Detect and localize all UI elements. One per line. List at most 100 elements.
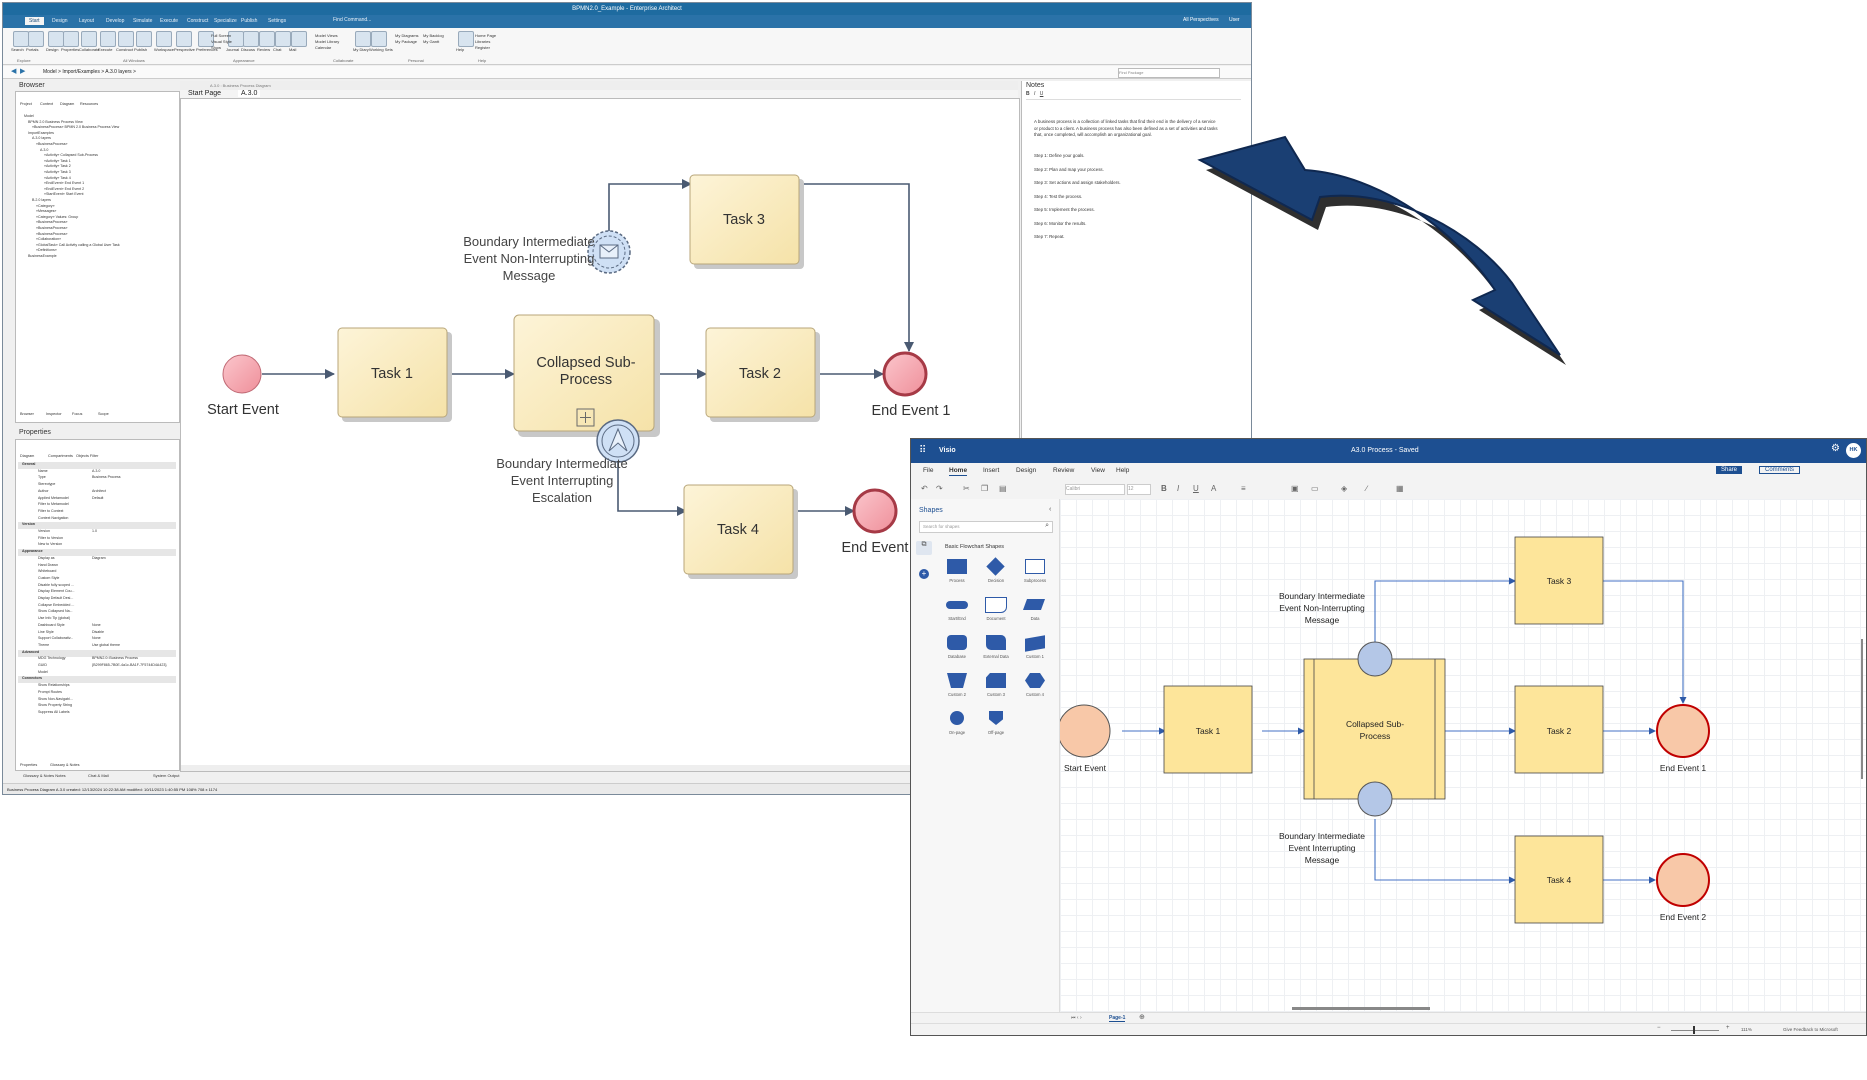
v-task-2-shape[interactable] bbox=[1514, 685, 1604, 774]
flow-boundary-task4[interactable] bbox=[617, 441, 687, 516]
property-row[interactable]: Appearance bbox=[18, 549, 176, 557]
shape-decision-icon[interactable] bbox=[986, 557, 1005, 576]
shape-external-data-icon[interactable] bbox=[986, 635, 1006, 650]
ribbon-working-sets-icon[interactable] bbox=[371, 31, 387, 47]
shape-icon[interactable]: ▭ bbox=[1311, 484, 1319, 493]
menu-tab-develop[interactable]: Develop bbox=[106, 18, 125, 24]
v-boundary-top-shape[interactable] bbox=[1357, 641, 1393, 677]
bold-icon[interactable]: B bbox=[1026, 91, 1030, 97]
property-row[interactable]: Filter to Context bbox=[18, 509, 176, 516]
end-event-2-shape[interactable] bbox=[852, 488, 898, 534]
arrange-icon[interactable]: ▦ bbox=[1396, 484, 1404, 493]
ribbon-portals-icon[interactable] bbox=[28, 31, 44, 47]
share-button[interactable]: Share bbox=[1716, 466, 1743, 474]
browser-tab-resources[interactable]: Resources bbox=[80, 102, 99, 106]
ribbon-discuss-icon[interactable] bbox=[243, 31, 259, 47]
menu-tab-specialize[interactable]: Specialize bbox=[214, 18, 237, 24]
property-row[interactable]: Suppress All Labels bbox=[18, 710, 176, 717]
ribbon-small-2[interactable]: Show bbox=[211, 45, 222, 50]
flow-boundary-task3[interactable] bbox=[608, 179, 692, 231]
property-row[interactable]: Version bbox=[18, 522, 176, 530]
menu-tab-publish[interactable]: Publish bbox=[241, 18, 258, 24]
properties-tab-2[interactable]: Objects Filter bbox=[76, 454, 99, 458]
end-event-1-shape[interactable] bbox=[882, 351, 928, 397]
bold-icon[interactable]: B bbox=[1161, 484, 1167, 493]
stencil-icon[interactable]: ⧉ bbox=[916, 541, 932, 555]
shape-document-icon[interactable] bbox=[985, 597, 1007, 613]
menu-tab-layout[interactable]: Layout bbox=[79, 18, 95, 24]
feedback-link[interactable]: Give Feedback to Microsoft bbox=[1783, 1027, 1838, 1032]
browser-tab-project[interactable]: Project bbox=[20, 102, 32, 106]
ribbon-small-5[interactable]: Calendar bbox=[315, 45, 332, 50]
tree-item[interactable]: «GlobalTask» Call Activity calling a Glo… bbox=[36, 242, 120, 247]
canvas-horizontal-scrollbar[interactable] bbox=[181, 765, 1019, 771]
page-tab[interactable]: Page-1 bbox=[1109, 1015, 1126, 1022]
ribbon-collaborate-icon[interactable] bbox=[81, 31, 97, 47]
v-end-event-2-shape[interactable] bbox=[1656, 853, 1710, 907]
property-row[interactable]: Filter to Version bbox=[18, 536, 176, 543]
properties-tab-1[interactable]: Compartments bbox=[48, 454, 73, 458]
flow-task3-end1[interactable] bbox=[803, 183, 914, 352]
perspective-selector[interactable]: All Perspectives bbox=[1183, 17, 1219, 23]
v-task-1-shape[interactable] bbox=[1163, 685, 1253, 774]
shape-custom-4-icon[interactable] bbox=[1025, 673, 1045, 688]
shape-start-end-icon[interactable] bbox=[946, 601, 968, 609]
boundary-escalation-event[interactable] bbox=[596, 419, 640, 463]
property-row[interactable]: Model bbox=[18, 670, 176, 677]
v-end-event-1-shape[interactable] bbox=[1656, 704, 1710, 758]
property-row[interactable]: Whiteboard bbox=[18, 569, 176, 576]
ribbon-small-12[interactable]: Register bbox=[475, 45, 490, 50]
tree-item[interactable]: «Category» bbox=[36, 203, 55, 208]
ribbon-small-4[interactable]: Model Library bbox=[315, 39, 340, 44]
tree-item[interactable]: A.3.0 bbox=[40, 147, 49, 152]
tree-item[interactable]: «EndEvent» End Event 1 bbox=[44, 181, 85, 186]
shape-on-page-icon[interactable] bbox=[950, 711, 964, 725]
nav-forward-icon[interactable]: ▶ bbox=[20, 68, 26, 75]
ribbon-properties-icon[interactable] bbox=[63, 31, 79, 47]
visio-doc-title[interactable]: A3.0 Process - Saved bbox=[1351, 447, 1419, 454]
visio-drawing-canvas[interactable]: Task 1 Task 3 Task 2 Task 4 Collapsed Su… bbox=[1057, 499, 1866, 1012]
v-flow-boundary-task4[interactable] bbox=[1374, 819, 1516, 884]
ribbon-small-8[interactable]: My Backlog bbox=[423, 33, 444, 38]
ribbon-small-10[interactable]: Home Page bbox=[475, 33, 497, 38]
visio-tab-design[interactable]: Design bbox=[1016, 467, 1037, 474]
ea-bottom-tab-0[interactable]: Glossary & Notes Notes bbox=[23, 773, 66, 778]
boundary-message-event[interactable] bbox=[587, 230, 631, 274]
property-row[interactable]: Custom Style bbox=[18, 576, 176, 583]
font-name-select[interactable]: Calibri bbox=[1065, 484, 1125, 495]
font-size-select[interactable]: 12 bbox=[1127, 484, 1151, 495]
visio-tab-home[interactable]: Home bbox=[949, 467, 968, 476]
copy-icon[interactable]: ❐ bbox=[981, 484, 989, 493]
property-row[interactable]: Show Collapsed Na... bbox=[18, 609, 176, 616]
ribbon-preferences-icon[interactable] bbox=[198, 31, 214, 47]
italic-icon[interactable]: I bbox=[1177, 484, 1180, 493]
collapsed-subprocess-shape[interactable] bbox=[513, 314, 655, 432]
ribbon-chat-icon[interactable] bbox=[275, 31, 291, 47]
v-collapsed-subprocess-shape[interactable] bbox=[1303, 658, 1446, 800]
browser-bottom-tab-0[interactable]: Browser bbox=[20, 412, 34, 416]
tree-item[interactable]: A.3.0 layers bbox=[32, 136, 51, 141]
tree-item[interactable]: «Activity» Task 4 bbox=[44, 175, 71, 180]
properties-bottom-tab-1[interactable]: Glossary & Notes bbox=[50, 763, 80, 767]
tree-item[interactable]: «EndEvent» End Event 2 bbox=[44, 186, 85, 191]
v-vertical-scroll-thumb[interactable] bbox=[1861, 639, 1863, 779]
page-nav-icons[interactable]: ⏮ ‹ › bbox=[1071, 1015, 1082, 1021]
tree-item[interactable]: «Activity» Task 3 bbox=[44, 170, 71, 174]
property-row[interactable]: Use Info Tip (global) bbox=[18, 616, 176, 623]
add-page-icon[interactable]: ⊕ bbox=[1139, 1014, 1145, 1021]
find-package-input[interactable]: Find Package bbox=[1118, 68, 1220, 78]
menu-tab-execute[interactable]: Execute bbox=[160, 18, 179, 24]
comments-button[interactable]: Comments bbox=[1759, 466, 1801, 474]
ribbon-mail-icon[interactable] bbox=[291, 31, 307, 47]
v-horizontal-scroll-thumb[interactable] bbox=[1292, 1007, 1430, 1010]
property-row[interactable]: Stereotype bbox=[18, 482, 176, 489]
tree-item[interactable]: «BusinessProcess» BPMN 2.0 Business Proc… bbox=[32, 125, 120, 130]
property-row[interactable]: Show Property String bbox=[18, 703, 176, 710]
zoom-out-icon[interactable]: − bbox=[1657, 1025, 1661, 1031]
shape-subprocess-icon[interactable] bbox=[1025, 559, 1045, 574]
tree-item[interactable]: «Definitions» bbox=[36, 248, 57, 253]
task-3-shape[interactable] bbox=[689, 174, 800, 265]
